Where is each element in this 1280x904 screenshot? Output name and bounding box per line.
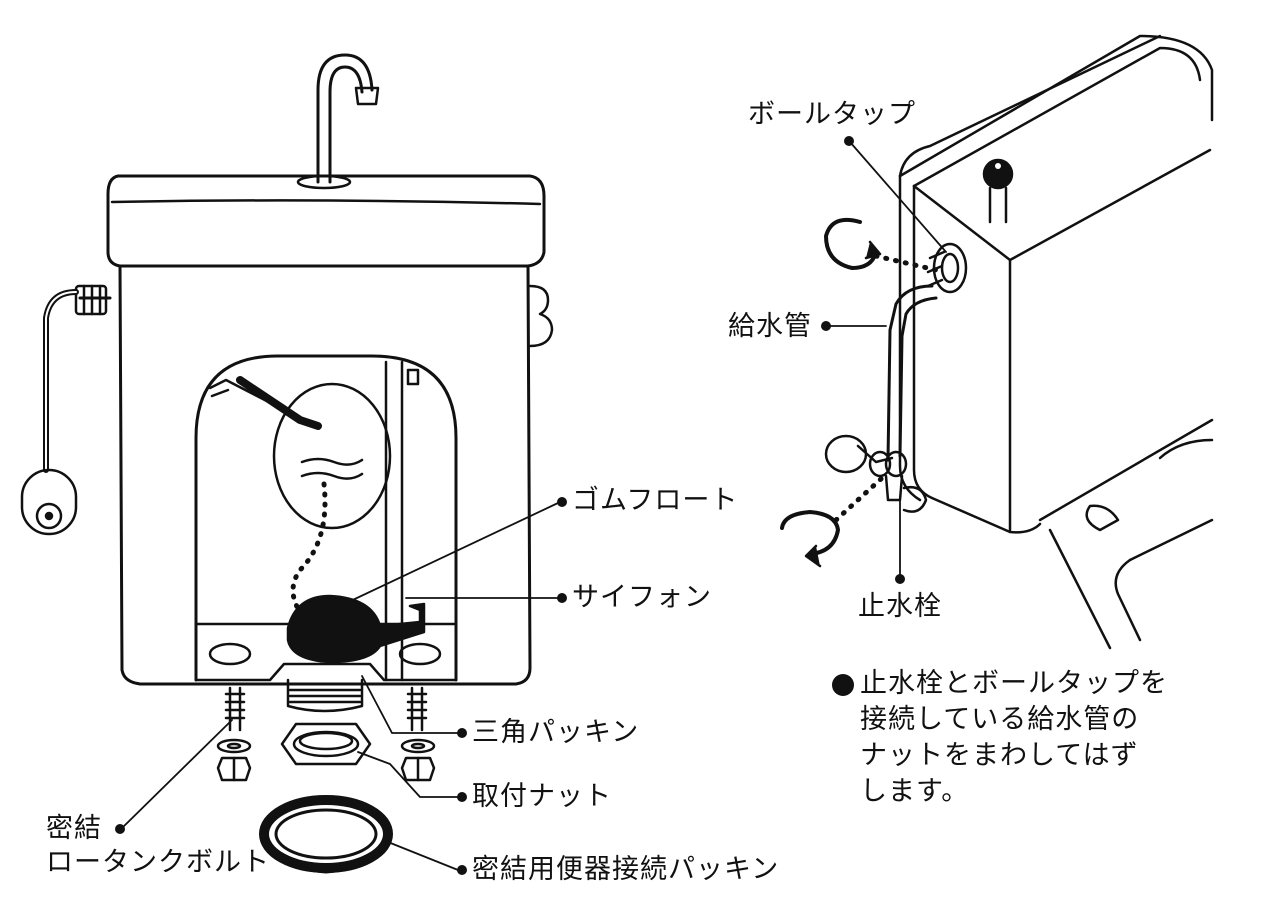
right-leader-lines	[825, 141, 947, 579]
label-sealing-bolt-line2: ロータンクボルト	[46, 847, 270, 878]
label-gom-float: ゴムフロート	[572, 485, 739, 516]
note-line-1: 止水栓とボールタップを	[860, 668, 1168, 699]
left-leader-dots	[115, 497, 567, 875]
label-triangle-packing: 三角パッキン	[472, 717, 640, 748]
note-line-4: します。	[860, 776, 970, 807]
note-line-3: ナットをまわしてはず	[860, 740, 1139, 771]
label-siphon: サイフォン	[572, 582, 712, 613]
label-supply-pipe: 給水管	[728, 311, 812, 342]
label-ball-tap: ボールタップ	[748, 99, 916, 130]
right-leader-dots	[821, 136, 905, 584]
label-sealing-bolt-line1: 密結	[46, 813, 102, 844]
label-sealing-packing: 密結用便器接続パッキン	[472, 854, 780, 885]
label-mounting-nut: 取付ナット	[472, 781, 612, 812]
tank-perspective-illustration	[780, 34, 1214, 650]
label-stop-valve: 止水栓	[858, 591, 942, 622]
note-bullet	[832, 674, 854, 696]
left-leader-lines	[121, 502, 559, 871]
low-tank-illustration	[20, 53, 554, 874]
note-line-2: 接続している給水管の	[860, 704, 1140, 735]
